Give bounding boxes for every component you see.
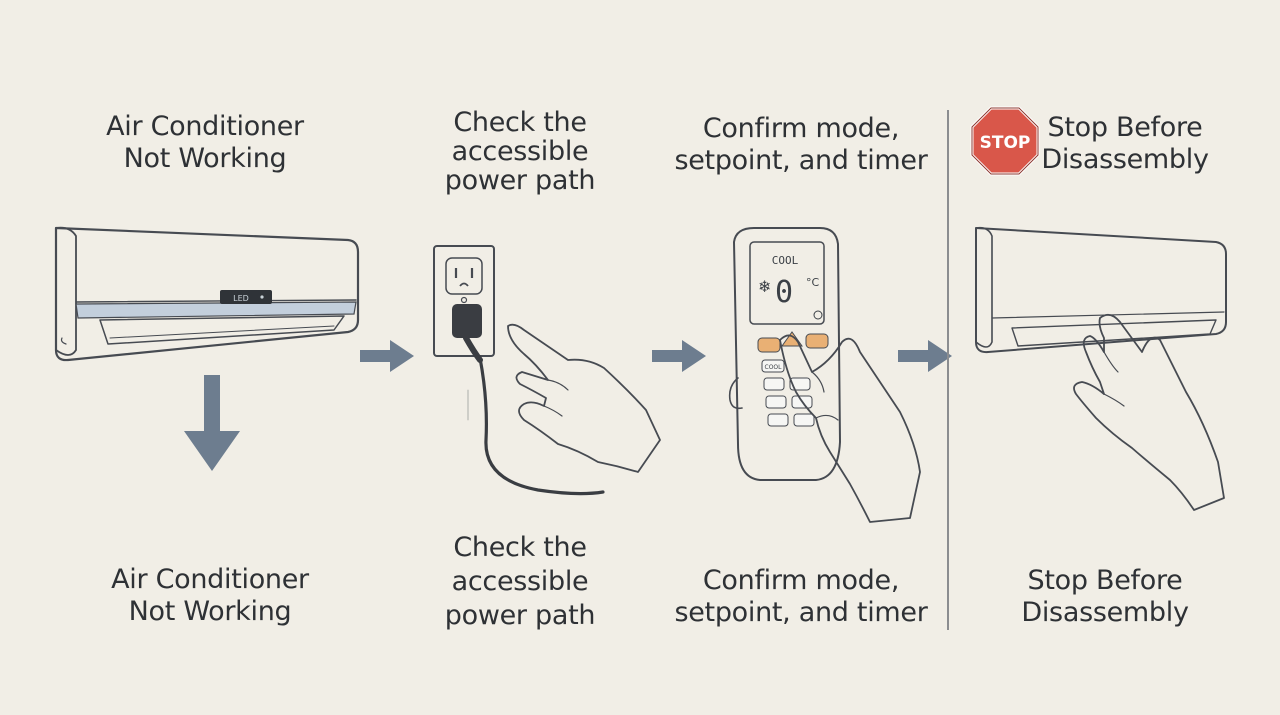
right-arrow-icon	[652, 340, 706, 372]
step4-bottom-label: Stop Before Disassembly	[1010, 565, 1200, 629]
step2-top-label-line3: power path	[444, 165, 596, 196]
step4-top-label-line1: Stop Before	[1047, 112, 1203, 143]
step1-top-label-line1: Air Conditioner	[106, 111, 304, 142]
step1-bottom-label-line1: Air Conditioner	[111, 564, 309, 595]
step1-top-label-line2: Not Working	[123, 143, 287, 174]
ac-unit-with-hand-illustration	[975, 226, 1227, 511]
down-arrow-icon	[184, 375, 240, 471]
step2-bottom-label-line1: Check the	[453, 532, 587, 563]
right-arrow-icon	[898, 340, 952, 372]
remote-cool-button: COOL	[765, 364, 783, 371]
step3-top-label: Confirm mode, setpoint, and timer	[670, 113, 932, 177]
step3-bottom-label-line2: setpoint, and timer	[674, 597, 928, 628]
step2-bottom-label-line2: accessible	[451, 566, 589, 597]
step3-top-label-line2: setpoint, and timer	[674, 145, 928, 176]
step2-bottom-label-line3: power path	[444, 600, 596, 631]
step4-bottom-label-line1: Stop Before	[1027, 565, 1183, 596]
right-arrow-icon	[360, 340, 414, 372]
remote-unit-text: °C	[806, 276, 820, 289]
step1-top-label: Air Conditioner Not Working	[85, 111, 325, 175]
step4-top-label-line2: Disassembly	[1041, 144, 1209, 175]
snowflake-icon: ❄	[758, 277, 771, 296]
step2-top-label-line1: Check the	[453, 107, 587, 138]
step2-top-label-line2: accessible	[451, 136, 589, 167]
step1-bottom-label: Air Conditioner Not Working	[80, 564, 340, 628]
step4-bottom-label-line2: Disassembly	[1021, 597, 1189, 628]
remote-control-illustration: COOL 0 °C ❄ COOL	[728, 227, 921, 523]
ac-led-display: LED	[233, 294, 249, 303]
wall-outlet-illustration	[433, 245, 661, 496]
stop-sign-icon: STOP	[970, 106, 1040, 176]
step2-bottom-label: Check the accessible power path	[410, 531, 630, 633]
step1-bottom-label-line2: Not Working	[128, 596, 292, 627]
step2-top-label: Check the accessible power path	[410, 108, 630, 195]
step3-bottom-label: Confirm mode, setpoint, and timer	[670, 565, 932, 629]
step4-top-label: Stop Before Disassembly	[1040, 112, 1210, 176]
remote-mode-text: COOL	[772, 254, 799, 267]
step3-bottom-label-line1: Confirm mode,	[702, 565, 900, 596]
ac-unit-illustration: LED	[54, 226, 360, 362]
remote-temp-text: 0	[775, 275, 793, 310]
step3-top-label-line1: Confirm mode,	[702, 113, 900, 144]
section-divider	[947, 110, 949, 630]
stop-sign-text: STOP	[980, 133, 1031, 153]
